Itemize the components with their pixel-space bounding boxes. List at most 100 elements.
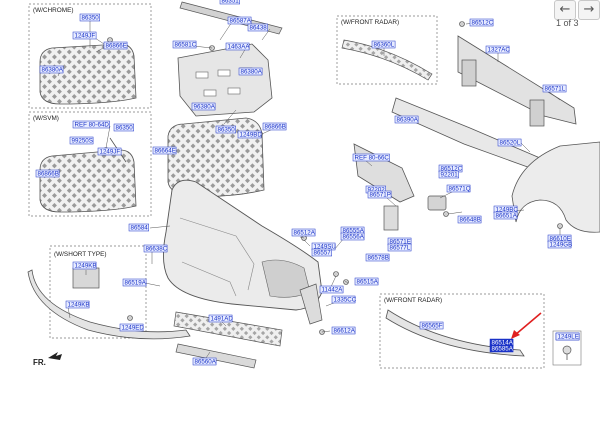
part-label-p07[interactable]: 86438 xyxy=(247,23,268,32)
part-label-p25[interactable]: 86390A xyxy=(394,115,419,124)
grille-chrome xyxy=(39,43,137,105)
part-number-text: 86350 xyxy=(218,127,236,134)
red-pointer-arrow xyxy=(511,312,542,339)
part-label-p21[interactable]: 86350 xyxy=(215,125,236,134)
part-label-p61[interactable]: 86585A xyxy=(489,344,514,353)
part-label-p49[interactable]: 86519A xyxy=(122,278,147,287)
part-label-p50[interactable]: 86515A xyxy=(354,277,379,286)
part-number-text: 99250S xyxy=(72,138,93,145)
part-number-text: 86438 xyxy=(250,25,268,32)
part-number-text: 86380A xyxy=(42,67,64,74)
caption-chrome: (W/CHROME) xyxy=(33,7,73,14)
part-number-text: REF 80-66C xyxy=(355,155,390,162)
part-label-p20[interactable]: 96380A xyxy=(191,102,216,111)
part-number-text: 86581C xyxy=(175,42,197,49)
part-label-p24[interactable]: 86664E xyxy=(152,146,177,155)
part-label-p43[interactable]: 86556A xyxy=(340,232,365,241)
part-label-p29[interactable]: 92201 xyxy=(438,170,459,179)
part-number-text: 86350 xyxy=(116,125,134,132)
part-label-p33[interactable]: 86648B xyxy=(457,215,482,224)
clip-icon xyxy=(562,345,572,360)
part-label-p01[interactable]: 86350 xyxy=(79,13,100,22)
part-label-p47[interactable]: 86578B xyxy=(365,253,390,262)
part-number-text: 86651A xyxy=(496,213,518,220)
part-label-p23[interactable]: 1249BD xyxy=(237,130,262,139)
part-number-text: 1249JF xyxy=(75,33,96,40)
part-label-p46[interactable]: 86577L xyxy=(387,243,412,252)
bumper-beam xyxy=(457,35,577,127)
part-label-p15[interactable]: REF 80-64D xyxy=(72,120,110,129)
part-label-p48[interactable]: 1249KB xyxy=(72,261,97,270)
part-label-p04[interactable]: 86380A xyxy=(39,65,64,74)
prev-page-button[interactable]: ← xyxy=(554,0,576,20)
part-label-p38[interactable]: 86584 xyxy=(128,223,149,232)
part-label-p44[interactable]: 86638C xyxy=(143,244,168,253)
part-label-p39[interactable]: 86512A xyxy=(291,228,316,237)
part-label-p58[interactable]: 86565F xyxy=(419,321,444,330)
part-label-p19[interactable]: 86866B xyxy=(35,169,60,178)
part-label-p09[interactable]: 1463AA xyxy=(225,42,250,51)
part-label-p10[interactable]: 86380A xyxy=(238,67,263,76)
part-number-text: 86380A xyxy=(241,69,263,76)
part-number-text: 86520L xyxy=(500,140,521,147)
part-number-text: 86585A xyxy=(492,346,514,353)
part-label-p17[interactable]: 99250S xyxy=(69,136,94,145)
part-label-p51[interactable]: 11442A xyxy=(319,285,344,294)
part-number-text: 86648B xyxy=(460,217,481,224)
part-label-p31[interactable]: 86571P xyxy=(367,190,392,199)
part-number-text: 86584 xyxy=(131,225,149,232)
fog-bracket xyxy=(383,205,399,231)
part-label-p41[interactable]: 86557 xyxy=(311,248,332,257)
part-label-p02[interactable]: 1249JF xyxy=(72,31,97,40)
part-number-text: 1327AC xyxy=(488,47,511,54)
part-number-text: 1249ED xyxy=(122,325,145,332)
page-indicator: 1 of 3 xyxy=(556,18,579,28)
part-number-text: 92202 xyxy=(368,187,386,194)
part-label-p18[interactable]: 1249JF xyxy=(97,147,122,156)
parts-box-1249le xyxy=(552,330,582,366)
part-label-p16[interactable]: 86350 xyxy=(113,123,134,132)
part-number-text: 92201 xyxy=(441,172,459,179)
next-page-button[interactable]: → xyxy=(578,0,600,20)
part-label-p13[interactable]: 1327AC xyxy=(485,45,511,54)
part-number-text: 86515A xyxy=(357,279,379,286)
skid-plate xyxy=(175,343,257,369)
part-label-p56[interactable]: 86560A xyxy=(192,357,217,366)
part-number-text: 1249GB xyxy=(550,242,573,249)
part-number-text: 86571E xyxy=(390,239,411,246)
part-label-p11[interactable]: 86360L xyxy=(371,40,396,49)
part-number-text: 1249KB xyxy=(68,302,90,309)
caption-front-radar-top: (W/FRONT RADAR) xyxy=(341,19,399,26)
part-label-p55[interactable]: 1249ED xyxy=(119,323,145,332)
part-number-text: 1491AD xyxy=(211,316,234,323)
part-label-p06[interactable]: 86587A xyxy=(227,16,252,25)
part-label-p32[interactable]: 86571Q xyxy=(446,184,471,193)
part-label-p52[interactable]: 1335CC xyxy=(331,295,357,304)
part-label-p08[interactable]: 86581C xyxy=(172,40,197,49)
part-label-p54[interactable]: 86612A xyxy=(331,326,356,335)
part-label-p37[interactable]: 1249GB xyxy=(547,240,573,249)
part-number-text: 86555A xyxy=(343,228,365,235)
front-direction-arrow: FR. xyxy=(33,352,62,367)
part-label-p22[interactable]: 86866B xyxy=(262,122,287,131)
part-label-p26[interactable]: 86520L xyxy=(497,138,522,147)
part-label-p53[interactable]: 1491AD xyxy=(208,314,234,323)
fr-label: FR. xyxy=(33,358,46,367)
lower-grille xyxy=(173,311,283,347)
part-label-p14[interactable]: 86571L xyxy=(542,84,567,93)
lip-spoiler xyxy=(27,269,191,340)
part-number-text: 11442A xyxy=(322,287,344,294)
part-label-p62[interactable]: 1249LE xyxy=(555,332,580,341)
part-label-p27[interactable]: REF 80-66C xyxy=(352,153,390,162)
part-label-p05[interactable]: 86351 xyxy=(219,0,240,5)
part-label-p12[interactable]: 86512C xyxy=(469,18,494,27)
part-number-text: 86866B xyxy=(265,124,286,131)
part-label-p57[interactable]: 1249KB xyxy=(65,300,90,309)
front-radar-bottom-box xyxy=(379,293,545,369)
part-number-text: 86351 xyxy=(222,0,240,5)
part-number-text: 86571Q xyxy=(449,186,471,193)
part-label-p35[interactable]: 86651A xyxy=(493,211,518,220)
energy-absorber xyxy=(391,97,541,171)
part-label-p03[interactable]: 86866E xyxy=(103,41,128,50)
